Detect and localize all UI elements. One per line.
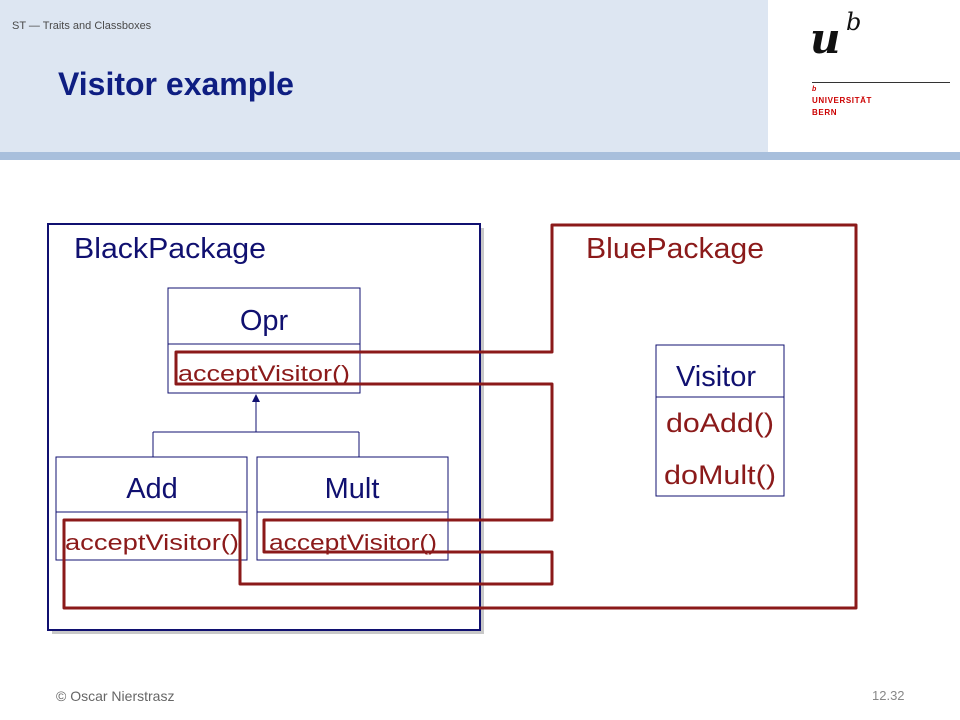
opr-box [167,287,361,394]
slide-title: Visitor example [58,66,294,102]
class-opr: Opr acceptVisitor() [167,287,361,394]
running-title: ST — Traits and Classboxes [12,20,152,32]
logo-small-b: b [812,86,817,93]
add-name: Add [126,473,178,505]
mult-name: Mult [325,473,380,505]
mult-box [256,456,449,561]
black-package-label: BlackPackage [74,233,266,265]
logo-panel [768,0,960,152]
visitor-method-doadd: doAdd() [666,408,774,438]
add-box [55,456,248,561]
visitor-box [655,344,785,497]
logo-universitat: UNIVERSITÄT [812,96,872,105]
opr-method: acceptVisitor() [178,361,350,386]
add-method: acceptVisitor() [65,530,239,555]
opr-name: Opr [240,305,289,337]
class-mult: Mult acceptVisitor() [256,456,449,561]
logo-mark-u: u [810,14,841,63]
header-band [0,0,768,152]
inheritance-arrowhead [252,394,260,402]
class-visitor: Visitor doAdd() doMult() [655,344,785,497]
inheritance-connector [152,394,360,457]
header-rule [0,152,960,160]
logo-bern: BERN [812,108,838,117]
logo-mark-b: b [846,8,862,36]
blue-package-label: BluePackage [586,233,764,265]
page-number: 12.32 [872,688,905,703]
footer-author: © Oscar Nierstrasz [56,688,175,704]
logo-divider [812,82,950,83]
blue-package-outline [62,223,858,610]
visitor-method-domult: doMult() [664,460,776,490]
class-add: Add acceptVisitor() [55,456,248,561]
black-package-box [47,223,481,631]
visitor-name: Visitor [676,361,756,393]
